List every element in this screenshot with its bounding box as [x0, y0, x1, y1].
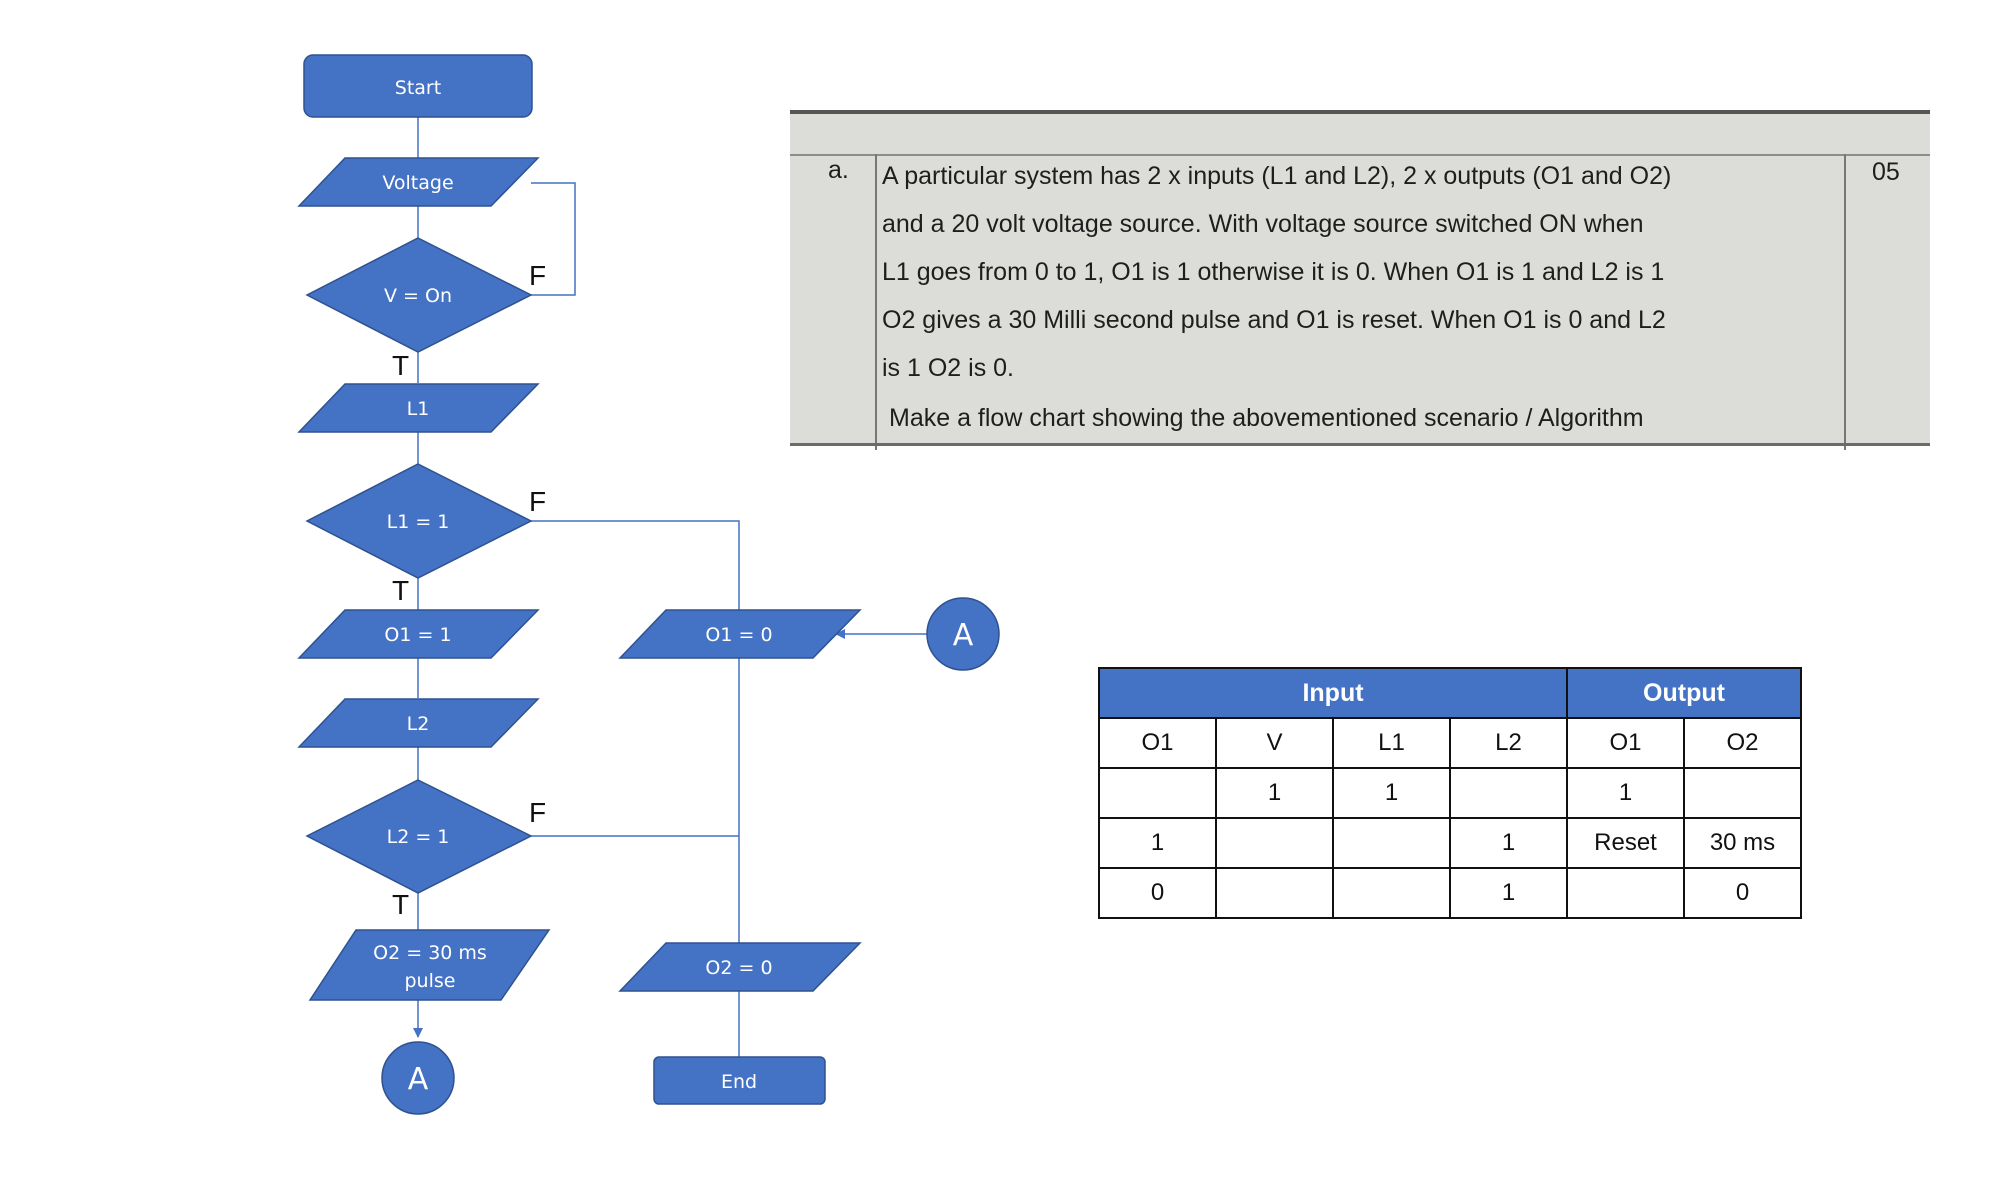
question-card: a. A particular system has 2 x inputs (L… — [790, 110, 1930, 450]
connector-a-right: A — [926, 597, 1000, 671]
voltage-label: Voltage — [382, 172, 453, 194]
question-bottom-rule — [790, 443, 1930, 446]
l2-label: L2 — [407, 713, 430, 735]
column-header: O1 — [1098, 717, 1217, 769]
l2-check-true-label: T — [392, 889, 409, 920]
table-cell — [1449, 767, 1568, 819]
v-on-decision: V = On — [305, 237, 533, 353]
connector-a-bottom-label: A — [408, 1062, 429, 1097]
l1-label: L1 — [407, 398, 430, 420]
table-cell: 1 — [1566, 767, 1685, 819]
l1-check-true-label: T — [392, 575, 409, 606]
end-terminal: End — [653, 1056, 826, 1105]
table-row: 1 1 1 — [1098, 767, 1802, 819]
table-cell — [1215, 867, 1334, 919]
table-group-header-row: Input Output — [1098, 667, 1802, 719]
question-top-rule — [790, 154, 1930, 156]
question-line: A particular system has 2 x inputs (L1 a… — [882, 162, 1672, 190]
voltage-input-shape: Voltage — [297, 157, 540, 207]
o1-reset-label: O1 = 0 — [705, 624, 772, 646]
column-header: L2 — [1449, 717, 1568, 769]
table-cell — [1683, 767, 1802, 819]
table-cell — [1332, 867, 1451, 919]
o2-zero-output: O2 = 0 — [618, 942, 862, 992]
l1-check-false-label: F — [529, 486, 546, 517]
connector-a-bottom: A — [381, 1041, 455, 1115]
l1-input-shape: L1 — [297, 383, 540, 433]
v-on-label: V = On — [384, 285, 452, 307]
output-group-header: Output — [1566, 667, 1802, 719]
end-label: End — [721, 1071, 757, 1093]
table-cell — [1332, 817, 1451, 869]
l1-check-label: L1 = 1 — [387, 511, 450, 533]
question-marks: 05 — [1872, 158, 1900, 186]
v-on-true-label: T — [392, 350, 409, 381]
column-header: V — [1215, 717, 1334, 769]
table-cell: 1 — [1449, 817, 1568, 869]
table-row: 1 1 Reset 30 ms — [1098, 817, 1802, 869]
column-header: O2 — [1683, 717, 1802, 769]
connector-a-right-label: A — [953, 618, 974, 653]
table-cell: 1 — [1098, 817, 1217, 869]
o2-pulse-output: O2 = 30 ms pulse — [308, 929, 551, 1001]
question-right-divider — [1844, 154, 1846, 450]
o1-set-output: O1 = 1 — [297, 609, 540, 659]
question-body: A particular system has 2 x inputs (L1 a… — [882, 152, 1840, 442]
question-instruction: Make a flow chart showing the abovementi… — [889, 404, 1644, 432]
l2-check-decision: L2 = 1 — [305, 779, 533, 894]
flow-lines — [413, 117, 927, 1057]
table-column-header-row: O1 V L1 L2 O1 O2 — [1098, 717, 1802, 769]
question-left-divider — [875, 154, 877, 450]
start-terminal: Start — [303, 54, 533, 118]
column-header: L1 — [1332, 717, 1451, 769]
o1-set-label: O1 = 1 — [384, 624, 451, 646]
l2-input-shape: L2 — [297, 698, 540, 748]
o2-pulse-label-line2: pulse — [405, 970, 456, 992]
table-cell: 1 — [1215, 767, 1334, 819]
o2-pulse-label-line1: O2 = 30 ms — [373, 942, 487, 964]
input-group-header: Input — [1098, 667, 1568, 719]
o2-zero-label: O2 = 0 — [705, 957, 772, 979]
question-line: O2 gives a 30 Milli second pulse and O1 … — [882, 306, 1666, 334]
table-cell: 0 — [1098, 867, 1217, 919]
start-label: Start — [395, 77, 441, 99]
table-row: 0 1 0 — [1098, 867, 1802, 919]
truth-table: Input Output O1 V L1 L2 O1 O2 1 1 1 1 1 … — [1098, 667, 1802, 919]
o1-reset-output: O1 = 0 — [618, 609, 862, 659]
table-cell: 1 — [1449, 867, 1568, 919]
l2-check-false-label: F — [529, 797, 546, 828]
question-line: L1 goes from 0 to 1, O1 is 1 otherwise i… — [882, 258, 1665, 286]
table-cell — [1098, 767, 1217, 819]
table-cell: 0 — [1683, 867, 1802, 919]
question-letter: a. — [828, 156, 849, 184]
table-cell — [1566, 867, 1685, 919]
v-on-false-label: F — [529, 260, 546, 291]
question-line: is 1 O2 is 0. — [882, 354, 1014, 382]
l2-check-label: L2 = 1 — [387, 826, 450, 848]
l1-check-decision: L1 = 1 — [305, 463, 533, 579]
question-line: and a 20 volt voltage source. With volta… — [882, 210, 1644, 238]
table-cell: 30 ms — [1683, 817, 1802, 869]
table-cell — [1215, 817, 1334, 869]
table-cell: Reset — [1566, 817, 1685, 869]
column-header: O1 — [1566, 717, 1685, 769]
table-cell: 1 — [1332, 767, 1451, 819]
